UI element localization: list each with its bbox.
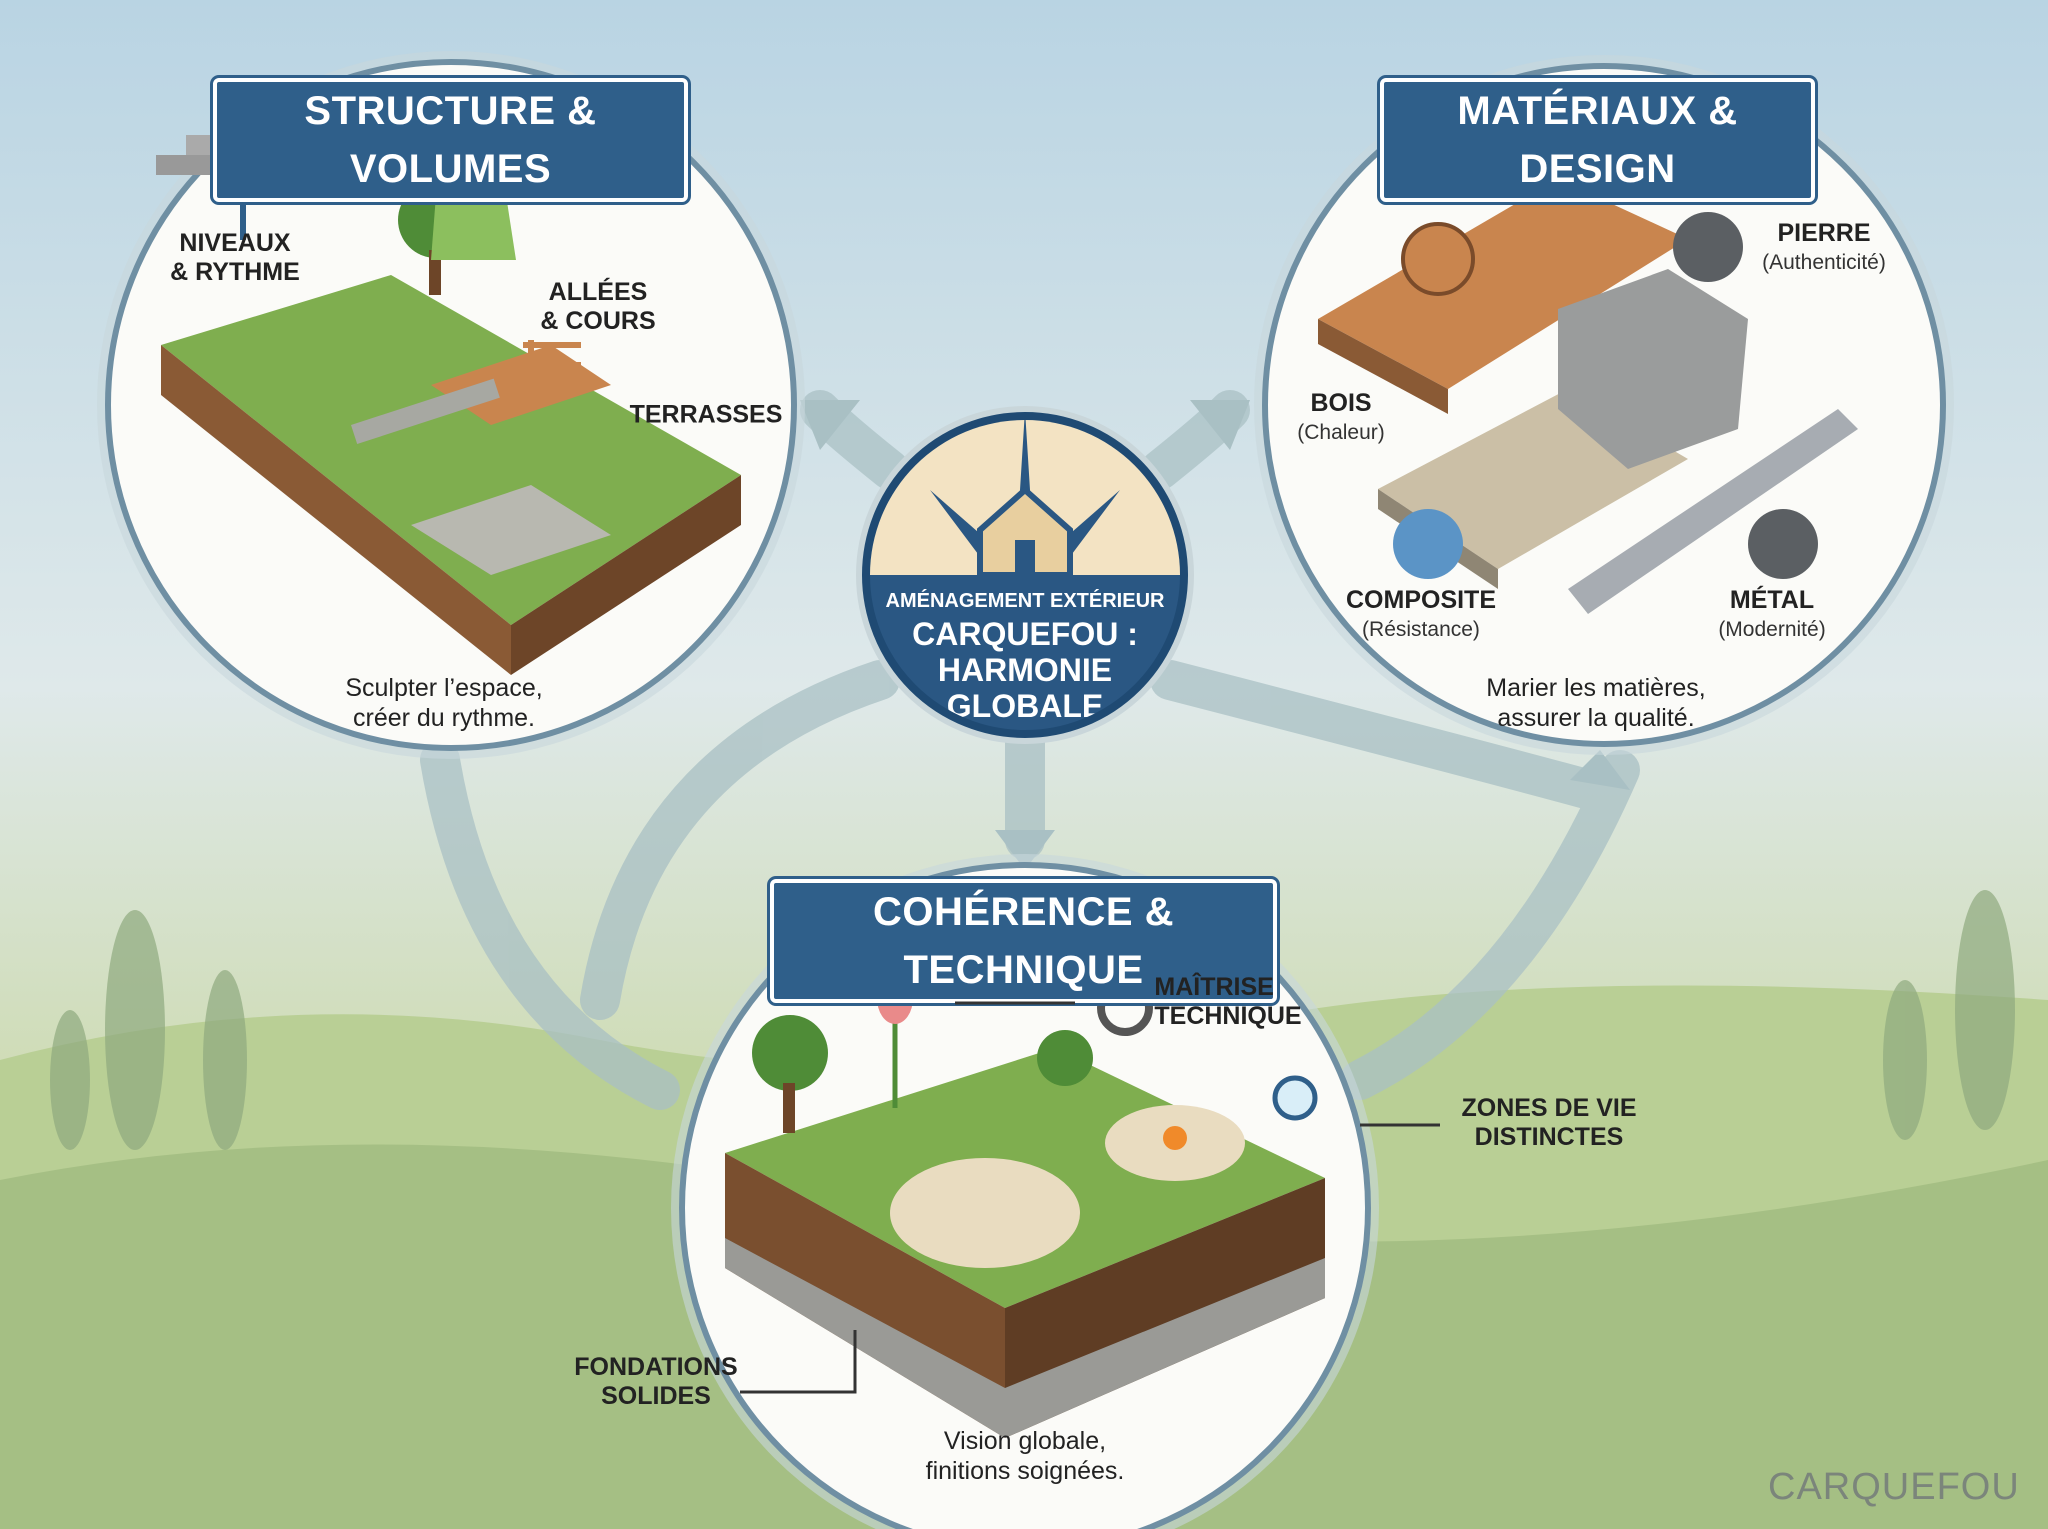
center-title: CARQUEFOU : [912,616,1138,652]
label-pierre: PIERRE (Authenticité) [1762,219,1886,277]
label-composite: COMPOSITE (Résistance) [1346,586,1496,644]
center-title: GLOBALE [946,688,1104,724]
materials-illustration [1318,179,1858,614]
label-fondations-solides: FONDATIONS SOLIDES [574,1353,738,1410]
label-maitrise-technique: MAÎTRISE TECHNIQUE [1154,973,1302,1030]
label-metal: MÉTAL (Modernité) [1718,586,1825,644]
caption-line: assurer la qualité. [1497,704,1695,732]
structure-volumes-title: STRUCTURE & VOLUMES [213,78,688,202]
center-subtitle: AMÉNAGEMENT EXTÉRIEUR [885,590,1165,612]
coherence-technique-title: COHÉRENCE & TECHNIQUE [770,879,1277,1003]
caption-line: Vision globale, [943,1427,1107,1455]
caption-line: Sculpter l’espace, [345,674,543,702]
label-allees-cours: ALLÉES & COURS [540,278,656,335]
center-title: HARMONIE [937,652,1113,688]
materiaux-design-title: MATÉRIAUX & DESIGN [1380,78,1815,202]
material-quality: (Chaleur) [1297,421,1385,444]
terraced-garden-illustration [156,135,741,675]
material-quality: (Résistance) [1362,618,1480,641]
material-name: COMPOSITE [1345,586,1497,614]
material-quality: (Modernité) [1718,618,1826,641]
garden-cross-section-illustration [725,972,1325,1438]
label-bois: BOIS (Chaleur) [1297,389,1385,447]
materiaux-design-panel [1262,63,1946,747]
material-name: PIERRE [1777,219,1871,247]
label-terrasses: TERRASSES [629,400,783,429]
caption-line: Marier les matières, [1486,674,1706,702]
label-niveaux-rythme: NIVEAUX & RYTHME [170,229,300,286]
material-quality: (Authenticité) [1762,251,1886,274]
center-compass-badge: AMÉNAGEMENT EXTÉRIEUR CARQUEFOU : HARMON… [862,412,1188,738]
carquefou-watermark: CARQUEFOU [1768,1466,2020,1508]
material-name: BOIS [1310,389,1372,417]
caption-line: finitions soignées. [925,1457,1125,1485]
house-compass-icon [930,420,1120,578]
label-zones-de-vie: ZONES DE VIE DISTINCTES [1461,1094,1637,1151]
coherence-caption: Vision globale,finitions soignées. [926,1426,1125,1486]
structure-caption: Sculpter l’espace,créer du rythme. [345,673,542,733]
material-name: MÉTAL [1729,586,1815,614]
materiaux-caption: Marier les matières,assurer la qualité. [1486,673,1706,733]
caption-line: créer du rythme. [352,704,536,732]
